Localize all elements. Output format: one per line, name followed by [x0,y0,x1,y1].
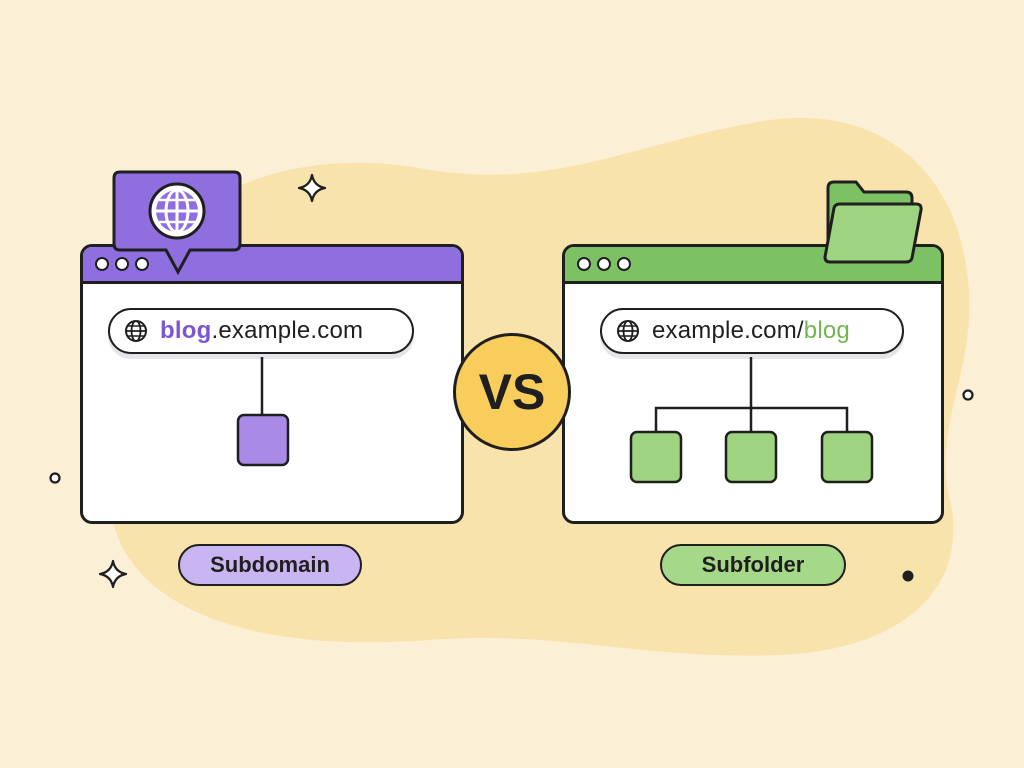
subfolder-page-node [724,430,778,484]
window-title-bar [83,247,461,284]
globe-icon [125,320,147,342]
folder-icon [823,180,923,264]
globe-icon [148,182,206,240]
subfolder-page-node [820,430,874,484]
url-domain-part: example.com/ [652,317,804,344]
subfolder-url-bar: example.com/blog [600,308,904,354]
subfolder-page-node [629,430,683,484]
subfolder-tree [629,357,874,484]
url-domain-part: .example.com [211,317,364,344]
window-control-dot [597,257,611,271]
url-subdomain-part: blog [160,317,212,344]
window-control-dot [115,257,129,271]
window-control-dot [95,257,109,271]
subdomain-url-bar: blog.example.com [108,308,414,354]
vs-badge: VS [453,333,571,451]
subdomain-url-text: blog.example.com [160,317,363,345]
circle-dot [49,472,61,484]
sparkle-icon [297,173,327,203]
window-control-dot [135,257,149,271]
subdomain-label: Subdomain [178,544,362,586]
url-folder-part: blog [803,317,850,344]
window-control-dot [577,257,591,271]
subdomain-tree [236,357,290,467]
subfolder-url-text: example.com/blog [652,317,850,345]
window-control-dot [617,257,631,271]
globe-callout-icon [112,170,242,276]
subdomain-site-node [236,413,290,467]
subfolder-label: Subfolder [660,544,846,586]
circle-dot [962,389,974,401]
sparkle-icon [98,559,128,589]
globe-icon [617,320,639,342]
filled-dot [902,570,914,582]
